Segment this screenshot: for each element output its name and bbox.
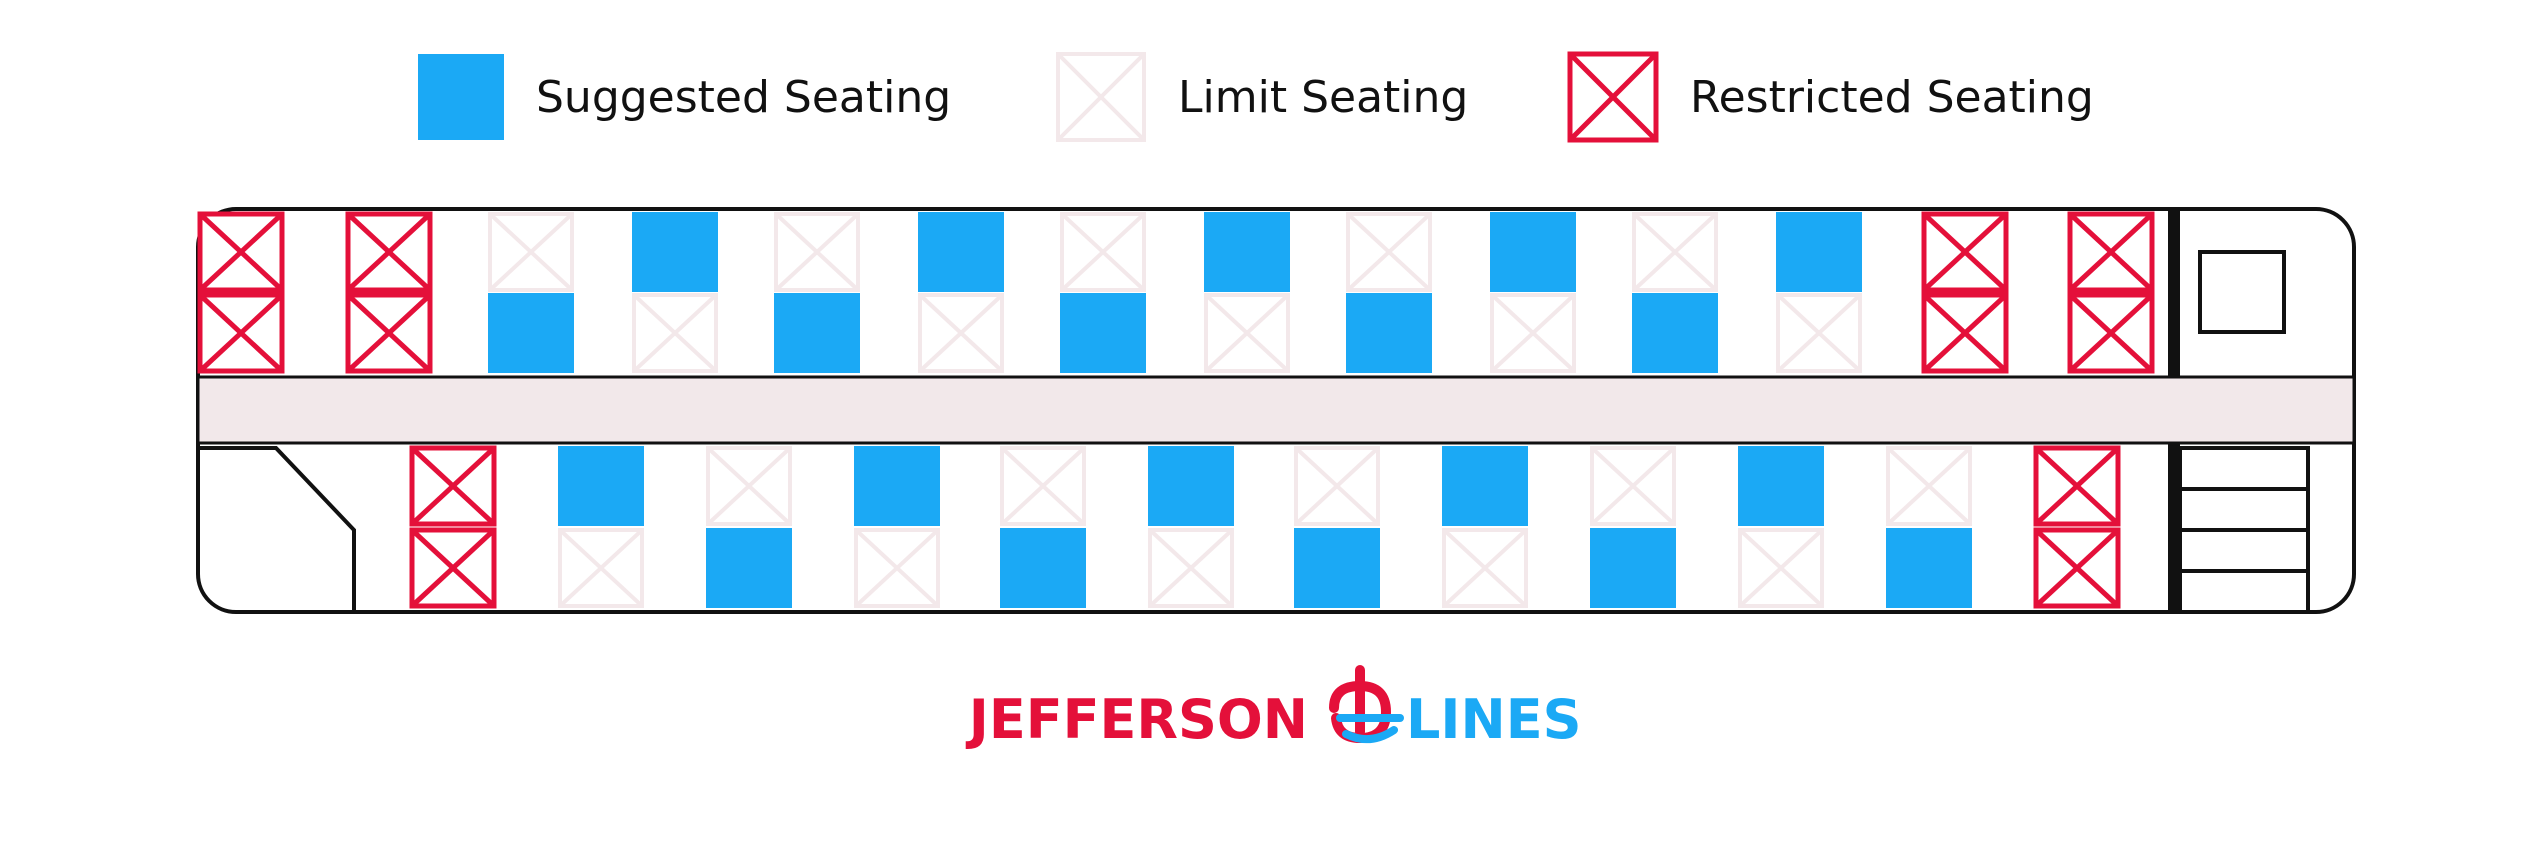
seat-bottom-r1-c9: [1590, 446, 1676, 526]
seat-bottom-r1-c12: [2033, 445, 2121, 527]
seat-top-r2-c11: [1632, 293, 1718, 373]
seat-top-r2-c12: [1776, 293, 1862, 373]
seat-bottom-r2-c12: [2033, 527, 2121, 609]
driver-area-outline: [198, 446, 356, 612]
seat-top-r1-c2: [345, 211, 433, 293]
legend-suggested-label: Suggested Seating: [536, 72, 951, 123]
seat-top-r1-c7: [1060, 212, 1146, 292]
legend-restricted-icon: [1567, 51, 1659, 143]
seat-top-r2-c2: [345, 292, 433, 374]
seat-bottom-r1-c11: [1886, 446, 1972, 526]
seat-bottom-r1-c5: [1000, 446, 1086, 526]
seat-top-r1-c9: [1346, 212, 1432, 292]
seat-top-r2-c8: [1204, 293, 1290, 373]
aisle: [196, 375, 2356, 445]
seat-top-r1-c13: [1921, 211, 2009, 293]
seat-bottom-r2-c8: [1442, 528, 1528, 608]
seat-bottom-r2-c11: [1886, 528, 1972, 608]
seat-bottom-r2-c6: [1148, 528, 1234, 608]
bus: [196, 207, 2356, 614]
seat-bottom-r1-c4: [854, 446, 940, 526]
seat-top-r1-c1: [197, 211, 285, 293]
seat-bottom-r2-c9: [1590, 528, 1676, 608]
jefferson-lines-logo-icon: [1329, 665, 1404, 744]
seat-top-r2-c9: [1346, 293, 1432, 373]
legend-limit-icon: [1056, 52, 1146, 142]
seat-bottom-r2-c10: [1738, 528, 1824, 608]
legend-suggested-icon: [418, 54, 504, 140]
seat-bottom-r1-c8: [1442, 446, 1528, 526]
seat-bottom-r1-c7: [1294, 446, 1380, 526]
seat-top-r2-c13: [1921, 292, 2009, 374]
legend-limit-label: Limit Seating: [1178, 72, 1468, 123]
seat-bottom-r2-c5: [1000, 528, 1086, 608]
brand-name-right: LINES: [1406, 688, 1581, 751]
seat-top-r1-c4: [632, 212, 718, 292]
seat-top-r1-c11: [1632, 212, 1718, 292]
rear-divider: [2168, 209, 2180, 377]
seat-bottom-r1-c2: [558, 446, 644, 526]
legend: Suggested Seating Limit Seating Restrict…: [418, 51, 2094, 143]
seat-top-r2-c14: [2067, 292, 2155, 374]
seat-bottom-r2-c3: [706, 528, 792, 608]
seat-top-r2-c7: [1060, 293, 1146, 373]
legend-restricted-label: Restricted Seating: [1690, 72, 2094, 123]
seat-bottom-r1-c1: [409, 445, 497, 527]
seat-top-r2-c1: [197, 292, 285, 374]
seat-bottom-r1-c10: [1738, 446, 1824, 526]
seat-bottom-r2-c7: [1294, 528, 1380, 608]
seat-bottom-r2-c2: [558, 528, 644, 608]
seat-bottom-r1-c3: [706, 446, 792, 526]
rear-divider-lower: [2168, 443, 2180, 612]
seat-top-r2-c3: [488, 293, 574, 373]
seat-bottom-r1-c6: [1148, 446, 1234, 526]
seat-top-r1-c14: [2067, 211, 2155, 293]
lavatory-icon: [2198, 250, 2286, 334]
seat-top-r1-c8: [1204, 212, 1290, 292]
brand-name-left: JEFFERSON: [965, 688, 1308, 751]
brand-logo: JEFFERSON LINES: [965, 665, 1581, 751]
seat-top-r2-c6: [918, 293, 1004, 373]
seat-top-r1-c10: [1490, 212, 1576, 292]
seat-top-r1-c5: [774, 212, 860, 292]
seat-top-r2-c10: [1490, 293, 1576, 373]
seats: [197, 211, 2155, 609]
seat-top-r2-c4: [632, 293, 718, 373]
stairs-icon: [2178, 446, 2310, 614]
seat-top-r1-c6: [918, 212, 1004, 292]
seat-top-r1-c12: [1776, 212, 1862, 292]
seat-bottom-r2-c1: [409, 527, 497, 609]
seat-top-r2-c5: [774, 293, 860, 373]
seat-bottom-r2-c4: [854, 528, 940, 608]
seat-top-r1-c3: [488, 212, 574, 292]
